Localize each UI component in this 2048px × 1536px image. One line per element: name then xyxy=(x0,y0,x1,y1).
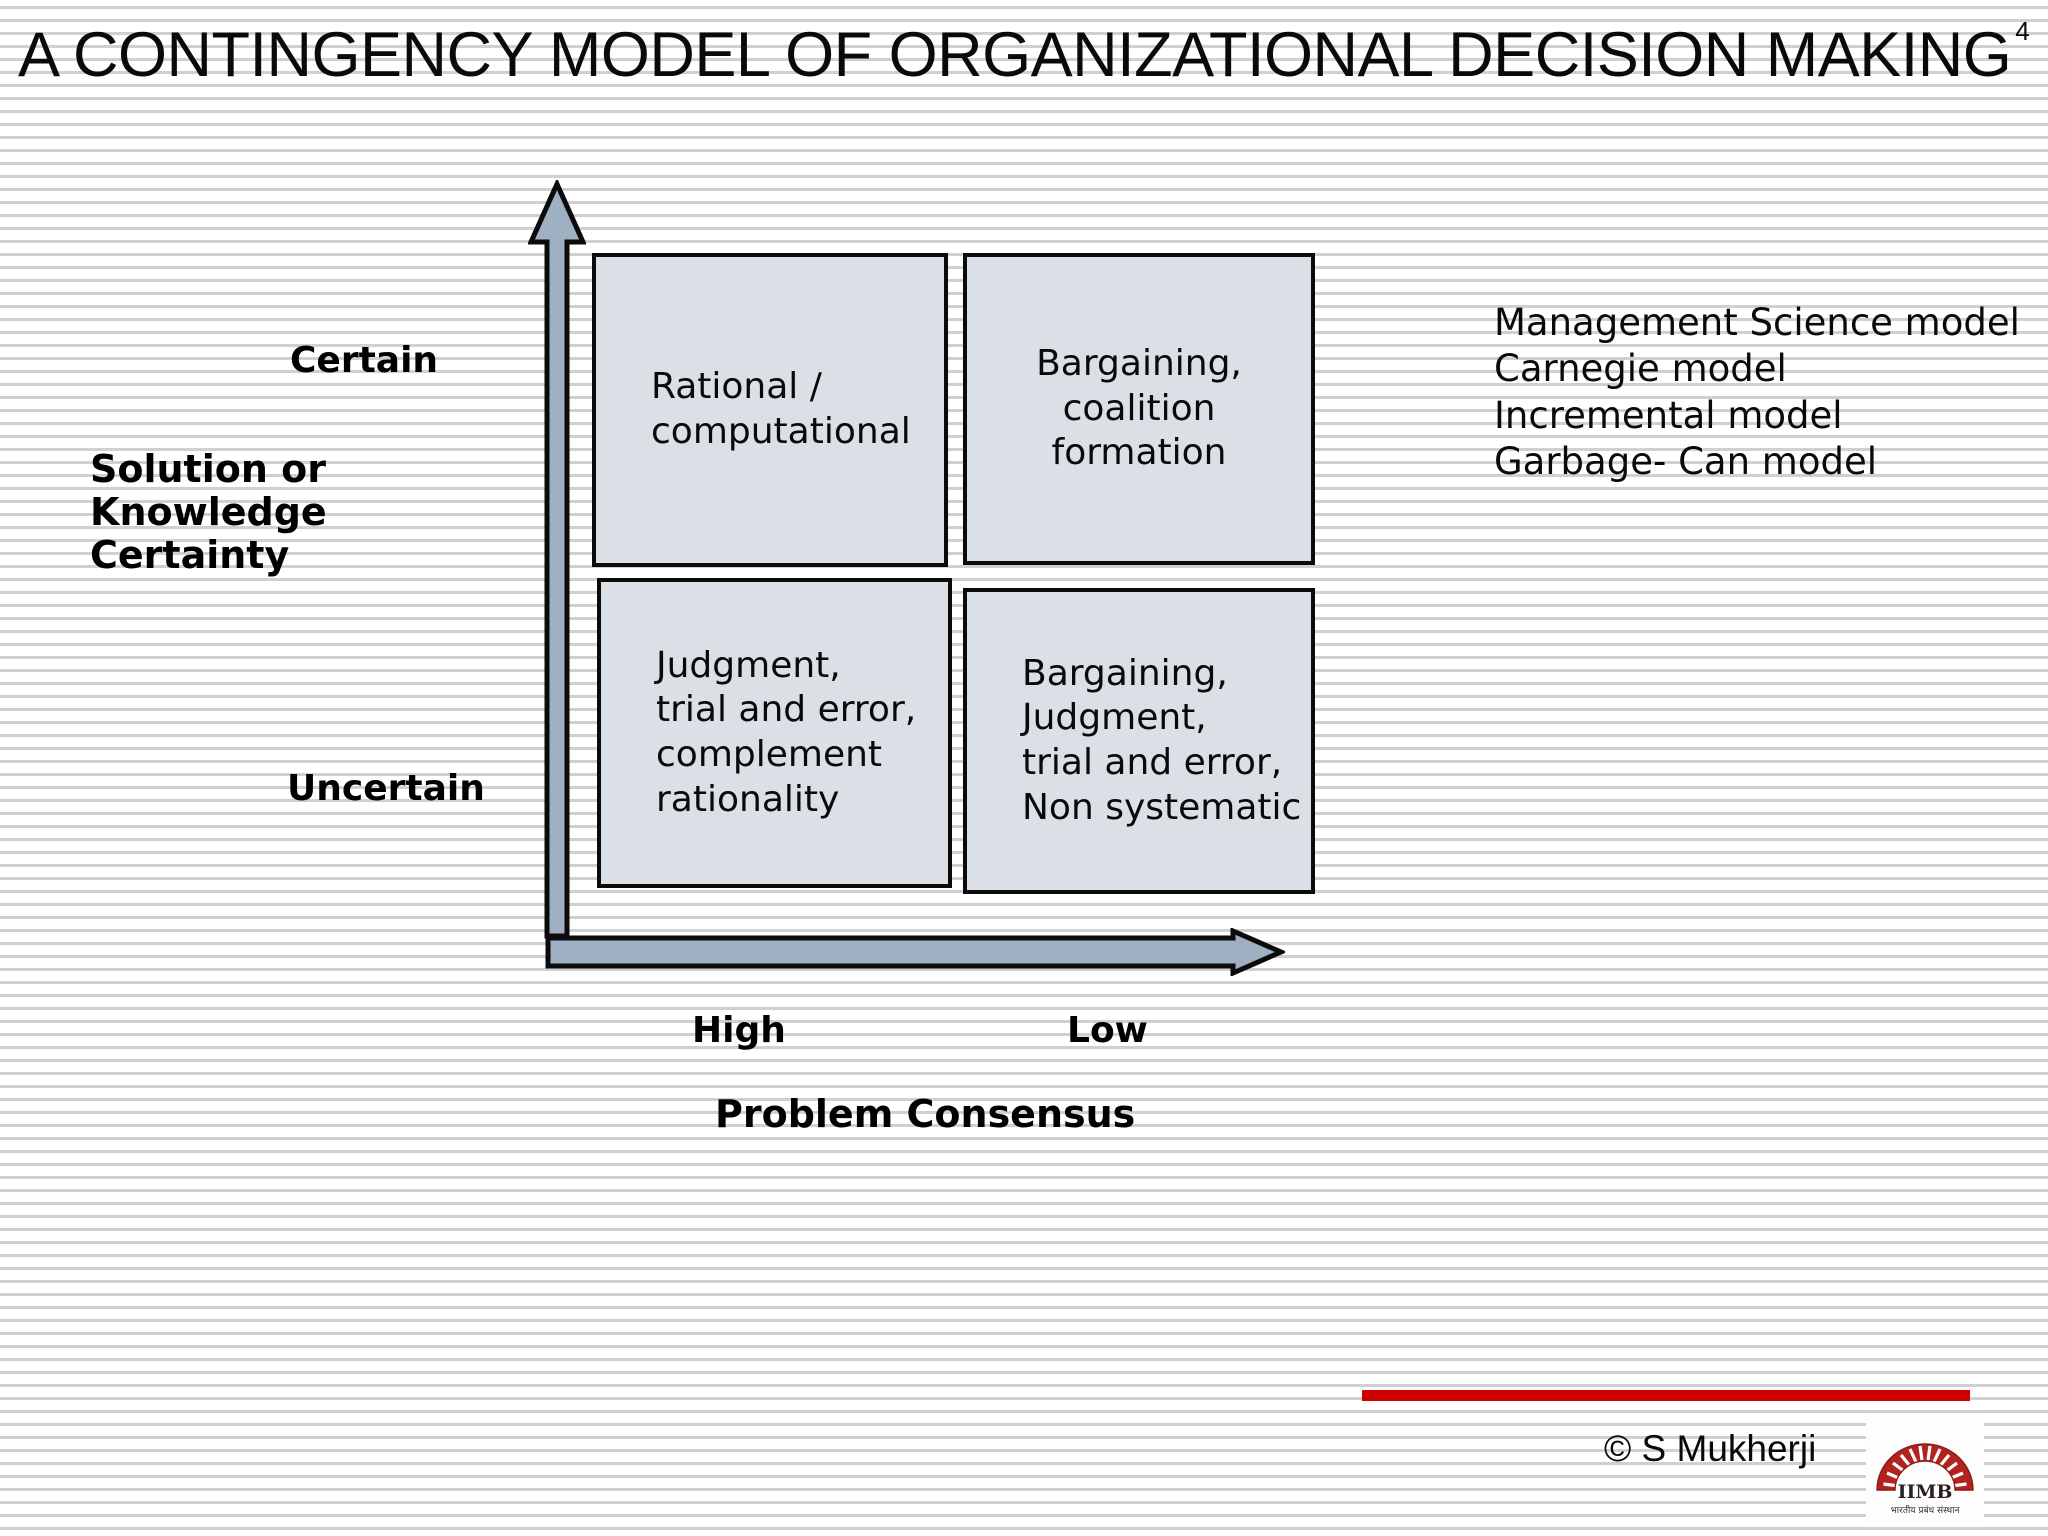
model-list: Management Science model Carnegie model … xyxy=(1494,301,2020,483)
x-axis-arrow xyxy=(545,927,1288,977)
x-axis-left-label: High xyxy=(692,1010,786,1051)
page-title-text: A CONTINGENCY MODEL OF ORGANIZATIONAL DE… xyxy=(18,20,2012,90)
x-axis-title: Problem Consensus xyxy=(715,1092,1136,1136)
quadrant-top-left-text: Rational / computational xyxy=(651,366,911,452)
iimb-logo-text: IIMB xyxy=(1898,1481,1953,1503)
quadrant-bottom-left-text: Judgment, trial and error, complement ra… xyxy=(656,644,917,820)
y-axis-bottom-label: Uncertain xyxy=(287,768,485,809)
page-title-superscript: 4 xyxy=(2015,16,2030,46)
iimb-logo-subtext: भारतीय प्रबंध संस्थान xyxy=(1890,1504,1960,1516)
y-axis-arrow xyxy=(527,177,587,940)
x-axis-right-label: Low xyxy=(1067,1010,1148,1051)
copyright-text: © S Mukherji xyxy=(1604,1428,1817,1469)
up-arrow-icon xyxy=(527,177,587,939)
iimb-logo: IIMB भारतीय प्रबंध संस्थान xyxy=(1866,1414,1984,1522)
quadrant-top-left: Rational / computational xyxy=(592,253,948,567)
right-arrow-icon xyxy=(545,927,1288,977)
y-axis-title: Solution or Knowledge Certainty xyxy=(90,447,327,577)
iimb-logo-icon: IIMB भारतीय प्रबंध संस्थान xyxy=(1876,1443,1974,1516)
footer-rule xyxy=(1362,1390,1970,1401)
y-axis-top-label: Certain xyxy=(290,340,439,381)
quadrant-top-right-text: Bargaining, coalition formation xyxy=(1036,343,1242,474)
quadrant-bottom-right: Bargaining, Judgment, trial and error, N… xyxy=(963,588,1315,894)
quadrant-bottom-left: Judgment, trial and error, complement ra… xyxy=(597,578,952,888)
quadrant-bottom-right-text: Bargaining, Judgment, trial and error, N… xyxy=(1022,652,1302,828)
quadrant-top-right: Bargaining, coalition formation xyxy=(963,253,1315,565)
page-title: A CONTINGENCY MODEL OF ORGANIZATIONAL DE… xyxy=(18,18,2030,87)
